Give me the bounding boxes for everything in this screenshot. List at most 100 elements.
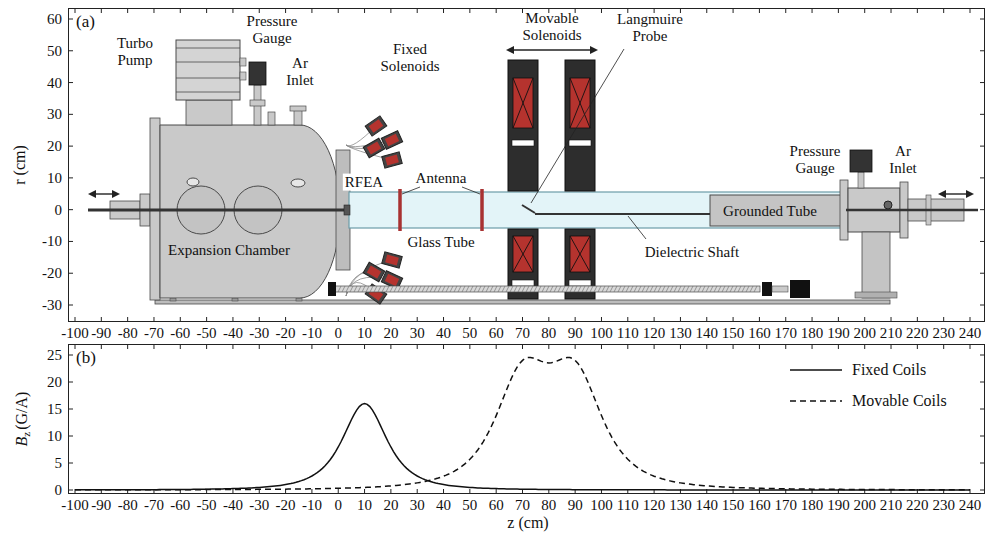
leader-line [402, 187, 420, 194]
solenoid-winding [385, 134, 399, 146]
movable-coils-curve [75, 357, 970, 489]
tick-label: -90 [91, 497, 111, 514]
winding-cross [513, 78, 533, 128]
tick-label: 220 [906, 497, 929, 514]
screw-thread [562, 286, 565, 292]
ar-inlet-flange [290, 106, 306, 111]
tick-label: 50 [462, 325, 477, 342]
motor-coupling [772, 286, 788, 292]
antenna-strap [398, 189, 402, 231]
tick-label: 160 [748, 325, 771, 342]
langmuir-probe-tip [522, 205, 535, 213]
part-label: Turbo Pump [117, 35, 153, 69]
tick-label: -30 [249, 325, 269, 342]
turbo-rib [176, 92, 240, 93]
screw-thread [478, 286, 481, 292]
tick-label: 110 [617, 497, 639, 514]
screw-thread [542, 286, 545, 292]
tick-label: 40 [47, 74, 62, 91]
solenoid-body [382, 252, 402, 268]
screw-thread [414, 286, 417, 292]
winding-cross [570, 236, 590, 272]
turbo-rib [176, 78, 240, 79]
translation-arrow-head [112, 190, 120, 198]
screw-thread [366, 286, 369, 292]
screw-thread [606, 286, 609, 292]
screw-thread [654, 286, 657, 292]
tick-label: -80 [118, 497, 138, 514]
screw-thread [342, 286, 345, 292]
screw-thread [450, 286, 453, 292]
grounded-tube [710, 195, 846, 226]
screw-thread [546, 286, 549, 292]
screw-thread [510, 286, 513, 292]
tick-label: -20 [276, 497, 296, 514]
tick-label: 230 [932, 325, 955, 342]
winding-cross [570, 236, 590, 272]
screw-thread [574, 286, 577, 292]
screw-thread [570, 286, 573, 292]
tick-label: 190 [827, 325, 850, 342]
tick-label: 180 [801, 325, 824, 342]
screw-thread [690, 286, 693, 292]
chamber-pipe [268, 112, 275, 125]
legend-line-sample [790, 369, 842, 371]
solenoid-winding [385, 155, 399, 166]
screw-thread [726, 286, 729, 292]
solenoid-winding [570, 236, 590, 272]
tick-label: -80 [118, 325, 138, 342]
solenoid-tab [569, 140, 591, 146]
screw-thread [526, 286, 529, 292]
screw-thread [498, 286, 501, 292]
tick-label: -60 [170, 325, 190, 342]
screw-thread [610, 286, 613, 292]
tick-label: 10 [47, 428, 62, 445]
tick-label: 40 [436, 325, 451, 342]
tick-label: -100 [61, 497, 89, 514]
screw-thread [350, 286, 353, 292]
fixed-solenoid [365, 116, 387, 136]
screw-thread [630, 286, 633, 292]
screw-thread [682, 286, 685, 292]
turbo-knob [240, 72, 246, 80]
solenoid-travel-arrow [512, 49, 592, 50]
tick-label: 15 [47, 401, 62, 418]
translation-arrow [944, 193, 968, 194]
solenoid-travel-arrow-head [590, 46, 598, 54]
tick-label: 80 [541, 497, 556, 514]
screw-thread [438, 286, 441, 292]
screw-thread [398, 286, 401, 292]
solenoid-winding [513, 236, 533, 272]
tick-label: 50 [47, 42, 62, 59]
rfea-shaft [88, 209, 346, 212]
screw-thread [686, 286, 689, 292]
axis-title: Bz(G/A) [13, 392, 31, 447]
part-label: Antenna [416, 170, 467, 187]
tick-label: 150 [722, 497, 745, 514]
fixed-solenoid [363, 138, 385, 157]
legend-text: Movable Coils [852, 392, 947, 410]
rfea-head [344, 205, 350, 215]
tick-label: 100 [590, 325, 613, 342]
tick-label: 60 [47, 11, 62, 28]
tick-label: 210 [880, 497, 903, 514]
axis-title-part: B [13, 437, 30, 447]
screw-thread [622, 286, 625, 292]
fixed-coils-curve [75, 404, 970, 490]
gauge-stem [858, 172, 864, 188]
part-label: Fixed Solenoids [380, 41, 439, 75]
solenoid-winding [385, 255, 399, 266]
screw-thread [402, 286, 405, 292]
screw-thread [738, 286, 741, 292]
screw-thread [626, 286, 629, 292]
tick-label: -20 [276, 325, 296, 342]
tick-label: 90 [568, 497, 583, 514]
screw-thread [710, 286, 713, 292]
tick-label: 30 [410, 325, 425, 342]
screw-thread [466, 286, 469, 292]
screw-thread [754, 286, 757, 292]
tick-label: -100 [61, 325, 89, 342]
ar-inlet-pipe [294, 110, 302, 125]
tick-label: -70 [144, 497, 164, 514]
winding-cross [570, 78, 590, 128]
